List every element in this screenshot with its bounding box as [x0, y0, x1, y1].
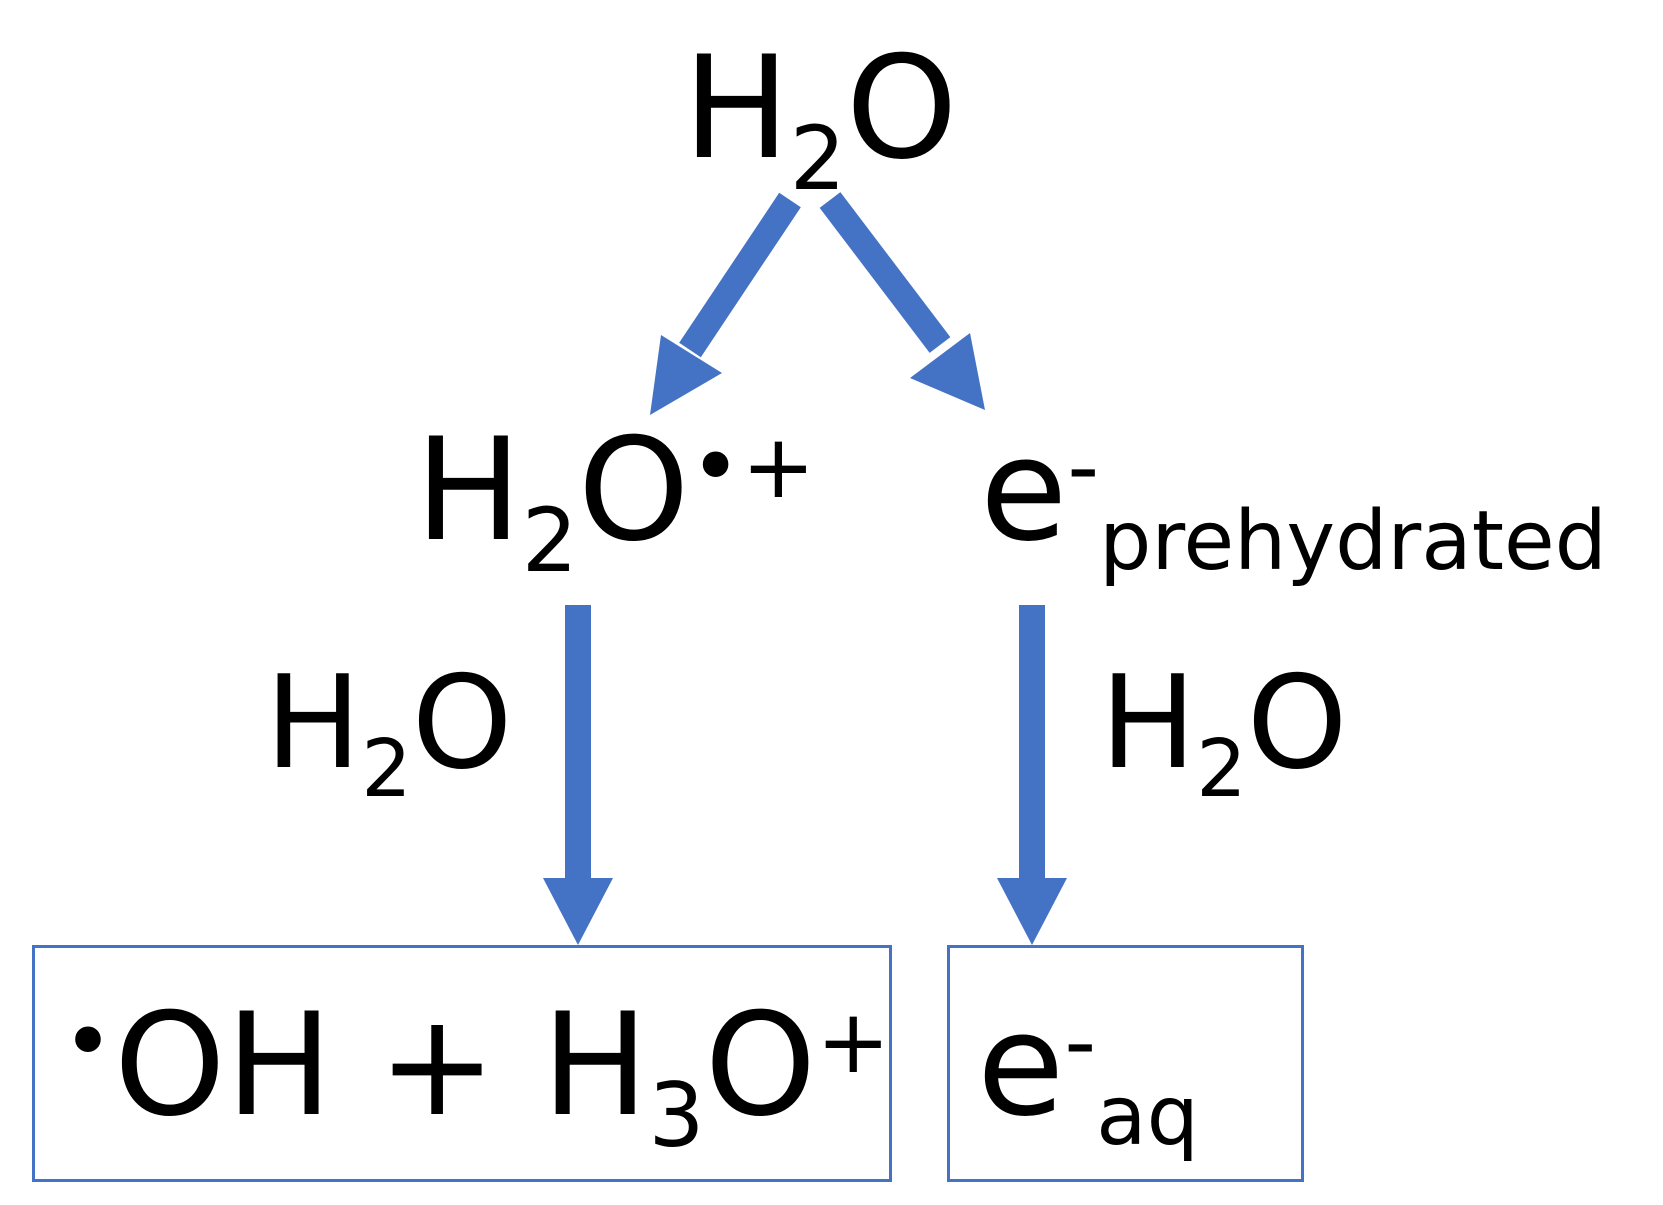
product-hydronium-o: O — [704, 983, 817, 1148]
reactant-h: H — [683, 26, 790, 191]
condition-left-sub-2: 2 — [361, 721, 412, 815]
arrow-to-electron-head — [910, 333, 985, 410]
electron-sub-prehydrated: prehydrated — [1099, 493, 1607, 589]
product-hydronium-sub-3: 3 — [648, 1063, 705, 1167]
reactant-o: O — [845, 26, 958, 191]
arrow-to-cation-shaft — [679, 192, 801, 358]
reactant-sub-2: 2 — [789, 106, 846, 210]
condition-right-o: O — [1246, 649, 1348, 798]
condition-water-left: H2O — [265, 660, 513, 808]
intermediate-water-cation: H2O•+ — [415, 420, 815, 585]
product-box-hydrated-electron — [947, 945, 1304, 1182]
electron-e: e — [980, 408, 1068, 573]
aq-electron-e: e — [977, 983, 1065, 1148]
condition-left-h: H — [265, 649, 362, 798]
cation-sup-radical-plus: •+ — [689, 414, 816, 518]
arrow-cation-to-products-head — [543, 878, 613, 945]
arrow-to-cation-head — [650, 335, 722, 415]
product-plus: + — [377, 983, 497, 1148]
reactant-water: H2O — [683, 38, 958, 203]
product-box-radical-hydronium — [32, 945, 892, 1182]
cation-sub-2: 2 — [521, 488, 578, 592]
arrow-to-electron-shaft — [819, 192, 951, 353]
aq-electron-sub-aq: aq — [1096, 1068, 1199, 1164]
product-radical-hydronium: •OH + H3O+ — [62, 995, 890, 1160]
electron-sup-minus: - — [1067, 414, 1100, 518]
cation-o: O — [577, 408, 690, 573]
product-hydronium-h: H — [541, 983, 649, 1148]
intermediate-prehydrated-electron: e-prehydrated — [980, 420, 1607, 583]
condition-water-right: H2O — [1100, 660, 1348, 808]
product-hydroxyl: OH — [113, 983, 333, 1148]
condition-right-h: H — [1100, 649, 1197, 798]
cation-h: H — [415, 408, 522, 573]
condition-left-o: O — [411, 649, 513, 798]
aq-electron-sup-minus: - — [1064, 989, 1097, 1093]
arrow-electron-to-aq-head — [997, 878, 1067, 945]
condition-right-sub-2: 2 — [1196, 721, 1247, 815]
product-hydrated-electron: e-aq — [977, 995, 1199, 1158]
product-radical-dot: • — [62, 989, 114, 1093]
product-hydronium-sup-plus: + — [816, 989, 891, 1093]
